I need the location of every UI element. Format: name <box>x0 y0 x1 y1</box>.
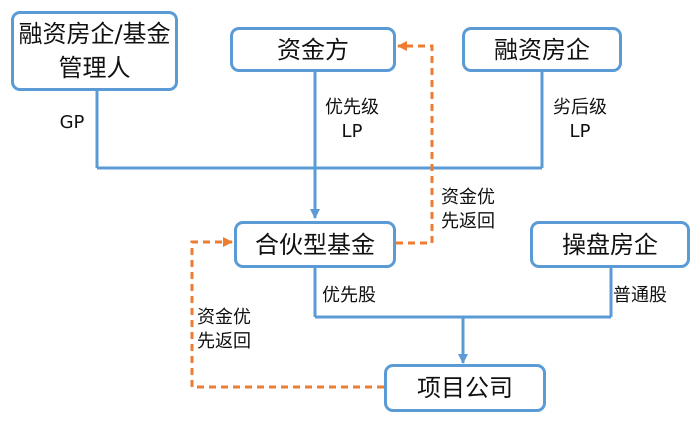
node-partnership-fund: 合伙型基金 <box>234 221 396 268</box>
label-gp: GP <box>59 112 85 133</box>
node-project-company: 项目公司 <box>384 364 546 412</box>
return-flow-project-to-fund <box>190 237 384 389</box>
label-fund-return-top: 资金优先返回 <box>441 187 495 232</box>
node-funder: 资金方 <box>230 27 396 72</box>
node-financing-developer: 融资房企 <box>462 27 622 72</box>
label-junior-lp: 劣后级LP <box>553 97 607 142</box>
node-operating-developer: 操盘房企 <box>530 221 690 268</box>
return-flow-fund-to-funder <box>396 41 434 245</box>
label-common-shares: 普通股 <box>613 285 667 306</box>
label-senior-lp: 优先级LP <box>325 97 379 142</box>
label-fund-return-left: 资金优先返回 <box>197 307 251 352</box>
label-preferred-shares: 优先股 <box>322 285 376 306</box>
node-financing-developer-gp: 融资房企/基金管理人 <box>11 11 178 91</box>
